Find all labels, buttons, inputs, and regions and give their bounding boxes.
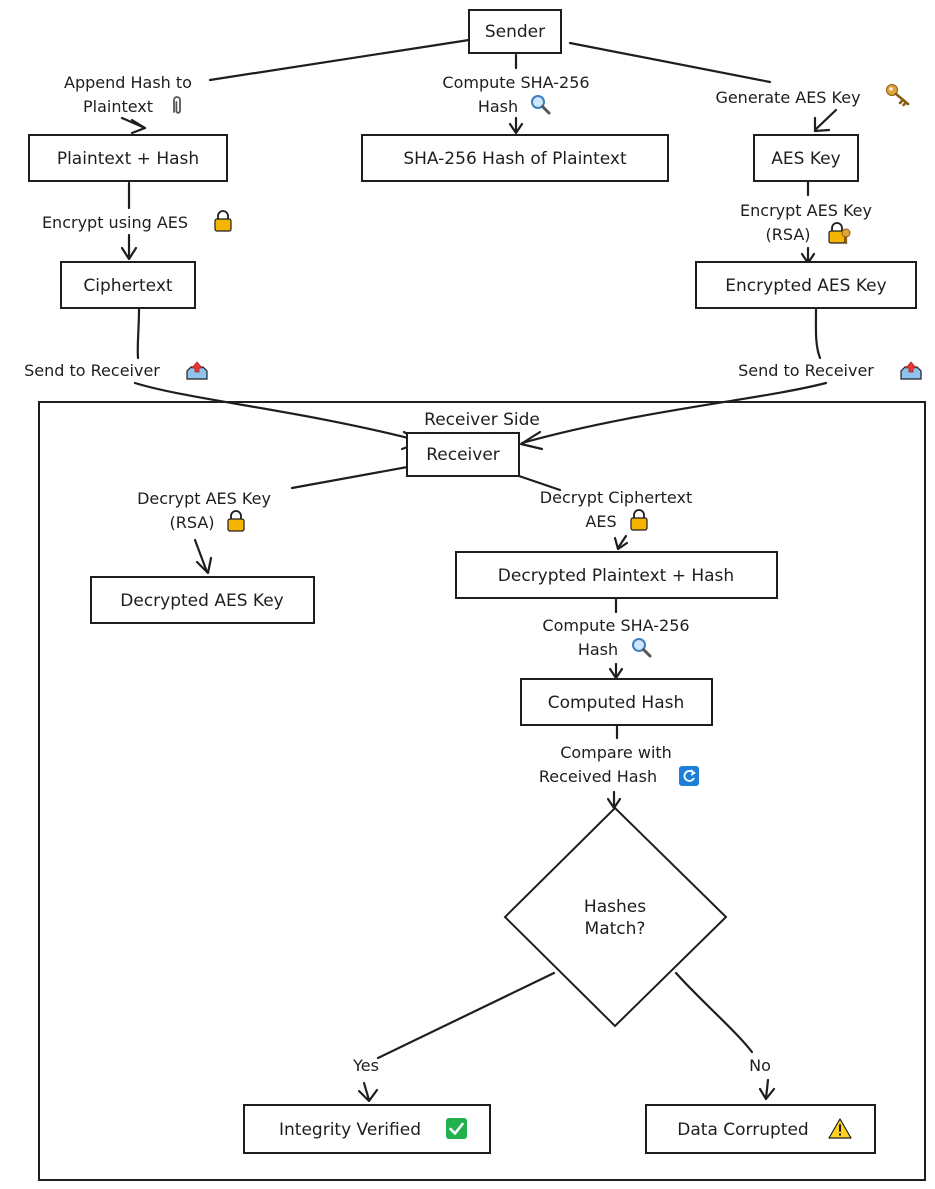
edge-receiver-decplain-arrow [613, 536, 629, 551]
outbox-tray-icon [186, 361, 208, 380]
node-data-corrupted: Data Corrupted [645, 1104, 876, 1154]
node-hashes-match-decision: Hashes Match? [503, 806, 728, 1028]
node-encrypted-aes-key: Encrypted AES Key [695, 261, 917, 309]
node-sha-hash: SHA-256 Hash of Plaintext [361, 134, 669, 182]
lock-with-key-icon [828, 222, 851, 244]
edge-label-compare-1: Compare with [560, 743, 672, 762]
node-aes-key-label: AES Key [771, 149, 840, 169]
edge-label-yes: Yes [352, 1056, 379, 1075]
edge-label-encrypt-aes-key-2: (RSA) [766, 225, 811, 244]
lock-icon [214, 210, 232, 232]
magnifier-icon [530, 94, 551, 115]
edge-receiver-deckey-arrow [195, 556, 213, 575]
edge-sender-plaintext [208, 38, 471, 82]
receiver-side-cluster [38, 401, 926, 1181]
node-decrypted-plaintext-hash-label: Decrypted Plaintext + Hash [498, 566, 734, 586]
edge-decision-yes-arrow [357, 1088, 379, 1103]
edge-plaintext-cipher-arrow [120, 246, 138, 261]
node-sender-label: Sender [485, 22, 545, 42]
edge-enckey-receiver-tail [520, 381, 828, 445]
edge-receiver-deckey [290, 464, 415, 490]
edge-label-compute-sha-1: Compute SHA-256 [442, 73, 589, 92]
edge-decision-no-tail [764, 1078, 770, 1100]
refresh-icon [679, 766, 699, 786]
key-icon [886, 84, 910, 107]
node-plaintext-hash-label: Plaintext + Hash [57, 149, 199, 169]
edges [120, 38, 838, 1103]
edge-label-compare-2: Received Hash [539, 767, 657, 786]
outbox-tray-icon [900, 361, 922, 380]
edge-label-decrypt-cipher-2: AES [585, 512, 616, 531]
paperclip-icon [173, 96, 181, 114]
edge-decision-yes-tail [362, 1081, 371, 1102]
edge-enckey-receiver-arrow [519, 430, 544, 451]
edge-label-compute-sha2-2: Hash [578, 640, 618, 659]
edge-label-append-hash-1: Append Hash to [64, 73, 192, 92]
edge-sender-aeskey-arrow [813, 116, 831, 133]
node-decrypted-aes-key: Decrypted AES Key [90, 576, 315, 624]
node-computed-hash: Computed Hash [520, 678, 713, 726]
edge-label-decrypt-cipher-1: Decrypt Ciphertext [540, 488, 692, 507]
edge-label-send-left: Send to Receiver [24, 361, 160, 380]
node-sha-hash-label: SHA-256 Hash of Plaintext [403, 149, 627, 169]
edge-decision-no [674, 971, 754, 1054]
edge-decision-no-arrow [758, 1087, 776, 1101]
node-aes-key: AES Key [753, 134, 859, 182]
edge-label-compute-sha2-1: Compute SHA-256 [542, 616, 689, 635]
edge-label-compute-sha-2: Hash [478, 97, 518, 116]
warning-icon [828, 1118, 852, 1139]
edge-receiver-decplain-tail [616, 534, 628, 550]
edge-label-append-hash-2: Plaintext [83, 97, 153, 116]
edge-sender-sha-arrow [508, 122, 524, 135]
cluster-label: Receiver Side [424, 410, 540, 430]
edge-enckey-receiver [814, 307, 822, 360]
edge-receiver-deckey-tail [193, 538, 209, 574]
decision-label-line-1: Hashes [584, 897, 646, 917]
edge-label-generate-aes: Generate AES Key [715, 88, 860, 107]
node-integrity-verified-label: Integrity Verified [279, 1120, 421, 1140]
edge-sender-aeskey-tail [813, 108, 838, 132]
edge-label-send-right: Send to Receiver [738, 361, 874, 380]
edge-labels: Append Hash to Plaintext Compute SHA-256… [24, 73, 922, 1075]
check-mark-icon [446, 1118, 467, 1139]
node-receiver-label: Receiver [426, 445, 500, 465]
node-encrypted-aes-key-label: Encrypted AES Key [725, 276, 886, 296]
node-receiver: Receiver [406, 432, 520, 477]
node-computed-hash-label: Computed Hash [548, 693, 685, 713]
edge-cipher-receiver [136, 307, 141, 360]
node-integrity-verified: Integrity Verified [243, 1104, 491, 1154]
edge-cipher-receiver-tail [133, 381, 422, 443]
edge-label-decrypt-aes-key-2: (RSA) [170, 513, 215, 532]
edge-label-no: No [749, 1056, 771, 1075]
decision-label-line-2: Match? [585, 919, 646, 939]
edge-label-encrypt-aes-key-1: Encrypt AES Key [740, 201, 872, 220]
edge-decision-yes [376, 971, 556, 1060]
node-ciphertext: Ciphertext [60, 261, 196, 309]
edge-sender-plaintext-arrow [130, 118, 147, 135]
edge-label-encrypt-aes: Encrypt using AES [42, 213, 188, 232]
node-plaintext-hash: Plaintext + Hash [28, 134, 228, 182]
node-decrypted-aes-key-label: Decrypted AES Key [120, 591, 283, 611]
edge-receiver-decplain [517, 474, 562, 492]
node-data-corrupted-label: Data Corrupted [677, 1120, 808, 1140]
node-ciphertext-label: Ciphertext [83, 276, 172, 296]
node-sender: Sender [468, 9, 562, 54]
edge-label-decrypt-aes-key-1: Decrypt AES Key [137, 489, 271, 508]
edge-sender-aeskey [568, 41, 772, 84]
node-decrypted-plaintext-hash: Decrypted Plaintext + Hash [455, 551, 778, 599]
